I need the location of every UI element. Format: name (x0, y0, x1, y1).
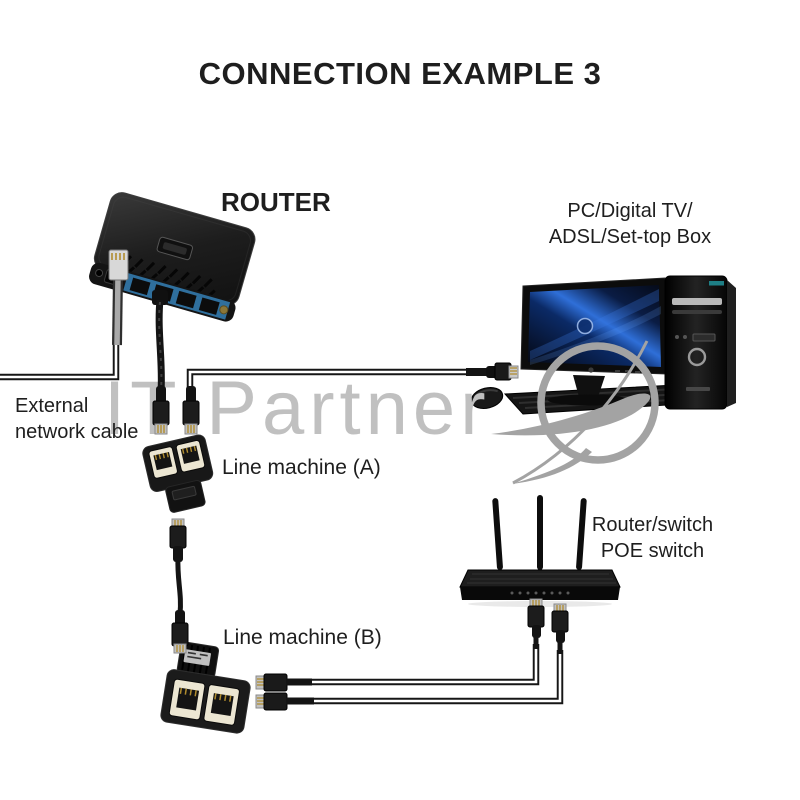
poe-label-line2: POE switch (600, 540, 705, 562)
hp-screen-logo (576, 317, 594, 335)
pc-label: PC/Digital TV/ ADSL/Set-top Box (520, 198, 740, 250)
tower (664, 275, 736, 410)
card-reader (692, 333, 716, 342)
rj45-connector (255, 673, 312, 692)
external-network-cable-line (0, 330, 120, 381)
monitor (520, 277, 668, 406)
splitter-a-to-b-cable (169, 518, 189, 654)
external-label-line2: network cable (15, 421, 139, 443)
line-machine-a-illustration (142, 434, 214, 513)
line-machine-b-illustration (160, 642, 251, 734)
pc-label-line1: PC/Digital TV/ (567, 200, 693, 222)
line-machine-b-label: Line machine (B) (223, 626, 382, 649)
antenna (492, 498, 503, 571)
hp-tower-logo (687, 347, 707, 367)
splitter-b-to-switch-line-1 (306, 644, 540, 686)
router-external-cable (108, 249, 129, 346)
antenna (537, 495, 543, 570)
hp-bezel-logo (588, 367, 594, 373)
rj45-connector (255, 692, 314, 711)
rj45-connector (182, 386, 200, 435)
rj45-connector (527, 598, 545, 649)
external-label-line1: External (15, 395, 89, 417)
rj45-connector (152, 386, 170, 435)
tower-accent-light (709, 281, 724, 286)
router-to-splitter-a-cable (152, 290, 168, 393)
poe-label-line1: Router/switch (591, 514, 714, 536)
router-antenna-screw (219, 305, 229, 315)
external-cable-label: External network cable (15, 393, 138, 445)
rj45-connector (551, 603, 569, 654)
splitter-b-to-switch-line-2 (308, 650, 564, 705)
tower-badge (686, 387, 710, 391)
dvd-drive (672, 298, 722, 305)
router-label: ROUTER (221, 187, 331, 217)
page-title: CONNECTION EXAMPLE 3 (198, 56, 602, 91)
watermark-swoosh-logo (491, 340, 659, 485)
line-machine-a-label: Line machine (A) (222, 456, 381, 479)
pc-label-line2: ADSL/Set-top Box (548, 226, 712, 248)
monitor-screen (528, 285, 661, 367)
switch-front (460, 587, 620, 600)
antenna (576, 498, 587, 570)
splitter-a-to-pc-line (186, 368, 468, 399)
pc-device-illustration (470, 275, 736, 415)
monitor-stand (573, 375, 605, 397)
poe-switch-label: Router/switch POE switch (565, 512, 740, 564)
pc-network-cable (466, 362, 519, 381)
mouse (470, 387, 504, 409)
